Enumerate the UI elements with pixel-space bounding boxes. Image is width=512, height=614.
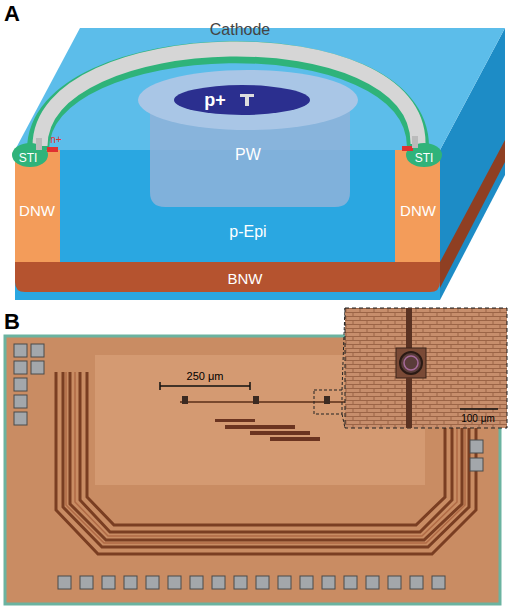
cathode-arc [40, 49, 418, 146]
n-plus [402, 146, 413, 151]
part-name: BNW [228, 271, 263, 286]
part-name: DNW [19, 203, 55, 218]
dnw-left [15, 150, 60, 265]
zoom-lead [342, 308, 345, 390]
sti-left [12, 143, 48, 167]
part-name: n+ [50, 135, 61, 145]
p-plus-region [174, 85, 310, 115]
part-name: STI [415, 152, 434, 164]
inset-scale-bar [460, 408, 498, 410]
inset [345, 308, 507, 428]
part-name: Cathode [210, 22, 271, 38]
inset-wire [406, 378, 412, 428]
scale-tick [249, 382, 251, 390]
dnw-right [395, 150, 440, 265]
chip [5, 336, 500, 604]
via [36, 138, 42, 150]
part-name: p+ [204, 91, 226, 109]
inset-pad [396, 348, 426, 378]
scale-tick [159, 382, 161, 390]
zoom-box [314, 390, 342, 414]
inset-wire [406, 308, 412, 348]
panel-letter: B [4, 311, 20, 333]
inset-spad-ring [404, 356, 418, 370]
bnw-side [440, 140, 505, 288]
bnw-band [15, 262, 440, 292]
inset-spad [400, 352, 422, 374]
contact [245, 94, 249, 106]
n-plus [47, 147, 58, 152]
via [412, 136, 418, 148]
panel-letter: A [4, 3, 20, 25]
scale-label: 100 μm [461, 414, 495, 424]
part-name: DNW [400, 203, 436, 218]
scale-label: 250 μm [187, 371, 224, 382]
pw-top [138, 70, 358, 130]
part-name: STI [19, 152, 38, 164]
routing [215, 419, 320, 441]
scale-bar [160, 385, 250, 387]
part-name: p-Epi [229, 224, 266, 240]
part-name: PW [235, 147, 261, 163]
